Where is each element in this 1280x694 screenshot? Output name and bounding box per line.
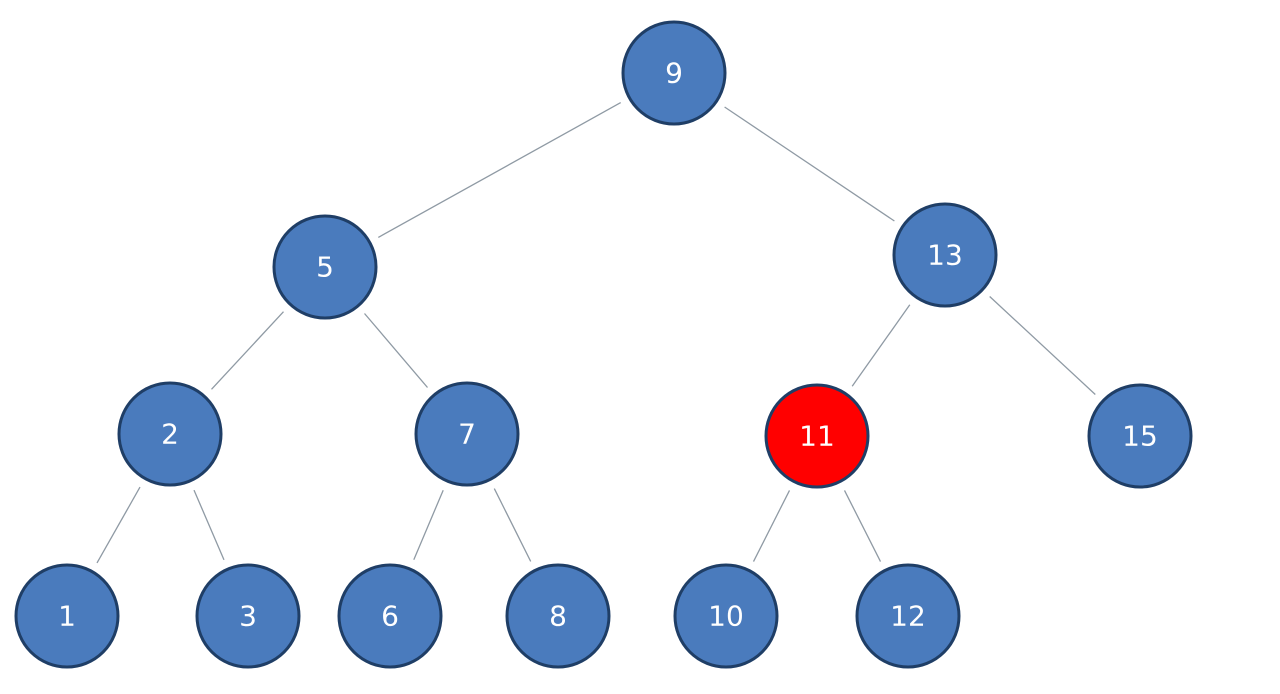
edge-n13-n11	[851, 304, 911, 387]
tree-node-2: 2	[117, 381, 223, 487]
node-circle	[272, 214, 378, 320]
node-label: 5	[316, 251, 334, 284]
tree-node-8: 8	[505, 563, 611, 669]
node-label: 13	[927, 239, 963, 272]
node-label: 8	[549, 600, 567, 633]
tree-node-13: 13	[892, 202, 998, 308]
node-label: 11	[799, 420, 835, 453]
edge-n5-n7	[364, 313, 428, 388]
edge-n2-n1	[96, 486, 141, 564]
node-label: 12	[890, 600, 926, 633]
node-label: 7	[458, 418, 476, 451]
tree-node-9: 9	[621, 20, 727, 126]
edges-layer	[96, 102, 1096, 564]
node-label: 3	[239, 600, 257, 633]
tree-node-11: 11	[764, 383, 870, 489]
tree-node-5: 5	[272, 214, 378, 320]
node-label: 15	[1122, 420, 1158, 453]
highlighted-node-circle	[764, 383, 870, 489]
edge-n5-n2	[211, 311, 284, 390]
node-circle	[14, 563, 120, 669]
edge-n7-n6	[413, 489, 444, 561]
node-circle	[1087, 383, 1193, 489]
node-circle	[855, 563, 961, 669]
tree-node-10: 10	[673, 563, 779, 669]
node-circle	[892, 202, 998, 308]
node-circle	[505, 563, 611, 669]
edge-n7-n8	[493, 488, 532, 562]
edge-n11-n12	[843, 490, 882, 562]
edge-n9-n5	[377, 102, 622, 238]
tree-node-7: 7	[414, 381, 520, 487]
node-label: 9	[665, 57, 683, 90]
tree-node-3: 3	[195, 563, 301, 669]
node-circle	[337, 563, 443, 669]
node-circle	[621, 20, 727, 126]
node-label: 1	[58, 600, 76, 633]
node-label: 6	[381, 600, 399, 633]
edge-n2-n3	[193, 489, 225, 561]
node-circle	[673, 563, 779, 669]
node-label: 2	[161, 418, 179, 451]
edge-n11-n10	[752, 490, 791, 562]
tree-node-12: 12	[855, 563, 961, 669]
edge-n13-n15	[989, 296, 1096, 395]
node-circle	[117, 381, 223, 487]
edge-n9-n13	[724, 106, 895, 222]
tree-node-6: 6	[337, 563, 443, 669]
node-circle	[195, 563, 301, 669]
node-label: 10	[708, 600, 744, 633]
node-circle	[414, 381, 520, 487]
tree-node-1: 1	[14, 563, 120, 669]
tree-node-15: 15	[1087, 383, 1193, 489]
